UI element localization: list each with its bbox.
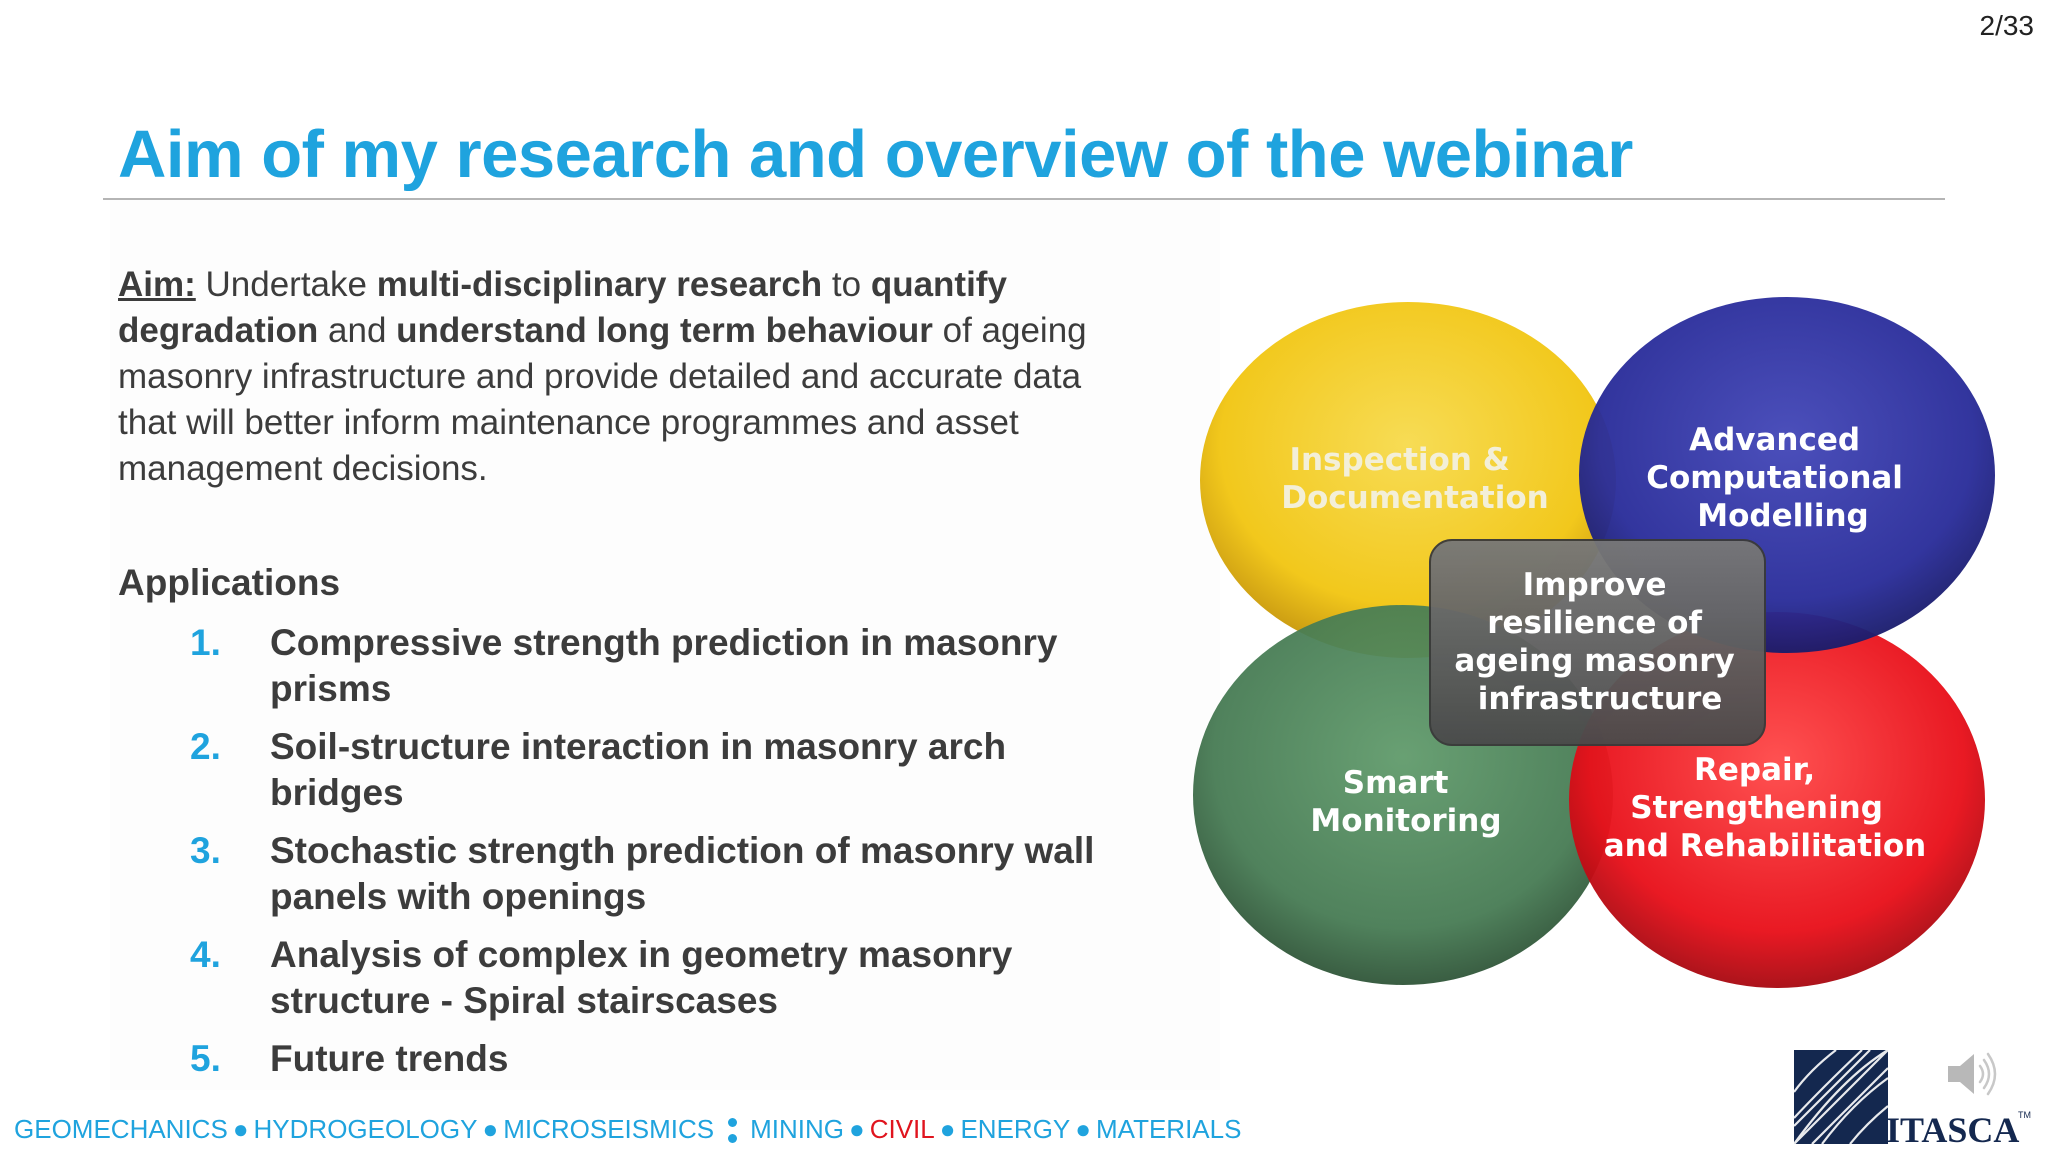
list-item: 3. Stochastic strength prediction of mas… (190, 828, 1110, 920)
footer-colon-icon (726, 1116, 738, 1146)
title-divider (103, 198, 1945, 200)
repair-label: Repair, Strengthening and Rehabilitation (1604, 752, 1926, 864)
list-item: 5. Future trends (190, 1036, 1110, 1082)
applications-list: 1. Compressive strength prediction in ma… (190, 620, 1110, 1094)
list-text: Analysis of complex in geometry masonry … (270, 934, 1013, 1021)
inspection-label: Inspection & Documentation (1281, 442, 1548, 516)
footer-microseismics: MICROSEISMICS (503, 1114, 715, 1144)
list-number: 4. (190, 934, 221, 975)
list-text: Stochastic strength prediction of masonr… (270, 830, 1095, 917)
center-label: Improve resilience of ageing masonry inf… (1454, 567, 1745, 717)
logo-tm: TM (2018, 1110, 2031, 1120)
footer-bullet: ● (232, 1114, 249, 1144)
list-number: 3. (190, 830, 221, 871)
aim-label: Aim: (118, 265, 196, 304)
aim-bold-2: quantify degradation (118, 265, 1007, 350)
aim-bold-1: multi-disciplinary research (376, 265, 823, 304)
aim-text-4: of ageing masonry infrastructure and pro… (118, 311, 1087, 488)
aim-text-3: and (318, 311, 397, 350)
modelling-label: Advanced Computational Modelling (1646, 422, 1914, 534)
applications-heading: Applications (118, 562, 341, 603)
list-text: Future trends (270, 1038, 509, 1079)
footer-bullet: ● (849, 1114, 865, 1144)
center-box (1429, 539, 1766, 746)
list-item: 4. Analysis of complex in geometry mason… (190, 932, 1110, 1024)
list-number: 1. (190, 622, 221, 663)
footer-bullet: ● (939, 1114, 956, 1144)
slide-title: Aim of my research and overview of the w… (118, 117, 1633, 192)
footer-geomechanics: GEOMECHANICS (14, 1114, 228, 1144)
list-text: Compressive strength prediction in mason… (270, 622, 1058, 709)
list-text: Soil-structure interaction in masonry ar… (270, 726, 1007, 813)
footer-mining: MINING (750, 1114, 844, 1144)
footer-bullet: ● (1075, 1114, 1091, 1144)
list-number: 5. (190, 1038, 221, 1079)
speaker-icon[interactable] (1942, 1044, 2002, 1104)
list-number: 2. (190, 726, 221, 767)
footer-hydrogeology: HYDROGEOLOGY (253, 1114, 478, 1144)
footer-materials: MATERIALS (1096, 1114, 1242, 1144)
aim-bold-3: understand long term behaviour (396, 311, 933, 350)
list-item: 1. Compressive strength prediction in ma… (190, 620, 1110, 712)
aim-text-2: to (822, 265, 871, 304)
footer-energy: ENERGY (960, 1114, 1071, 1144)
content-background (110, 200, 1220, 1090)
aim-text-1: Undertake (195, 265, 377, 304)
aim-paragraph: Aim: Undertake multi-disciplinary resear… (118, 262, 1118, 492)
logo-text: ITASCA (1886, 1110, 2019, 1148)
venn-diagram: Inspection & Documentation Advanced Comp… (1193, 297, 1995, 988)
page-number: 2/33 (1979, 10, 2035, 41)
footer-bullet: ● (482, 1114, 499, 1144)
list-item: 2. Soil-structure interaction in masonry… (190, 724, 1110, 816)
footer-civil: CIVIL (869, 1114, 935, 1144)
itasca-logo: ITASCA TM (1793, 1049, 2031, 1148)
monitoring-label: Smart Monitoring (1310, 765, 1501, 839)
